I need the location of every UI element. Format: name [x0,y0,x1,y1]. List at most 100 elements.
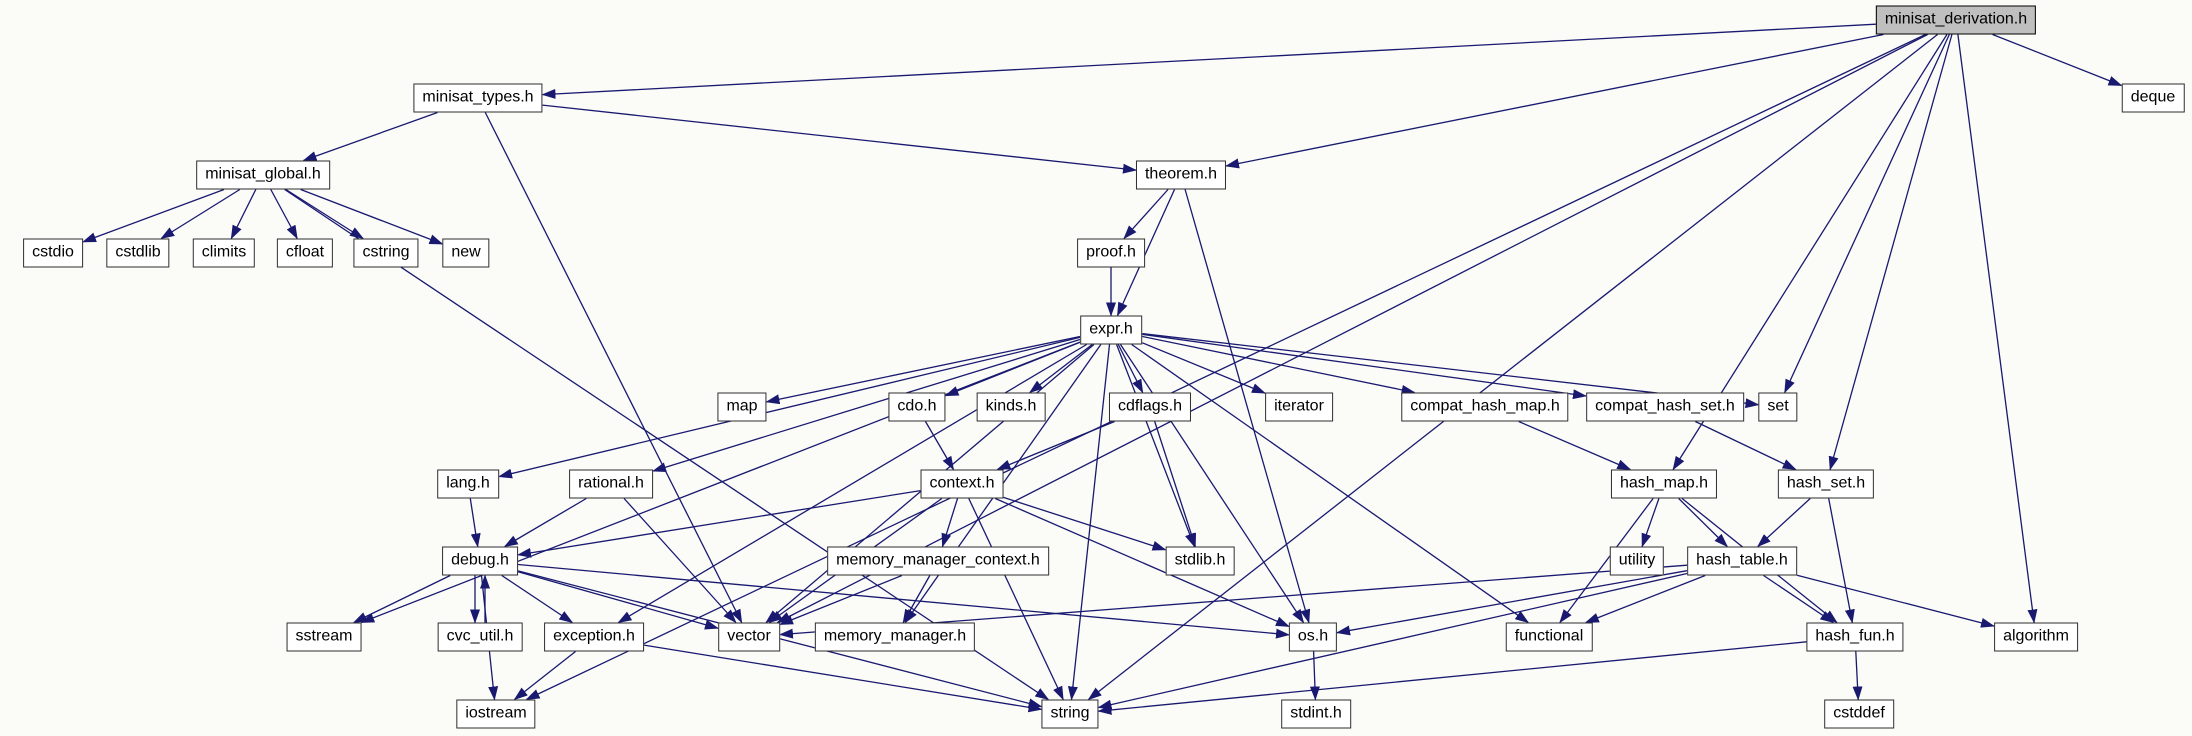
graph-node-cstddef: cstddef [1824,699,1894,729]
graph-node-mm[interactable]: memory_manager.h [814,622,976,652]
graph-node-cdflags[interactable]: cdflags.h [1108,392,1192,422]
include-edge-debug-exception [501,574,574,624]
graph-node-string: string [1041,699,1099,729]
graph-node-th[interactable]: theorem.h [1135,160,1227,190]
include-edge-cdflags-context [996,420,1115,471]
graph-node-lang[interactable]: lang.h [437,469,499,499]
include-edge-ht-string [1097,572,1688,710]
include-edge-hm-ht [1678,498,1729,548]
include-edge-hf-string [1097,641,1807,715]
include-edge-hm-utility [1641,498,1660,548]
graph-node-debug[interactable]: debug.h [442,546,518,576]
include-edge-md-vector [776,33,1928,624]
include-edge-th-os [1184,189,1311,624]
graph-node-cfloat: cfloat [276,238,334,268]
include-edge-os-stdint [1309,651,1320,701]
graph-node-hm[interactable]: hash_map.h [1610,469,1718,499]
include-edge-mg-cstdio [82,188,225,243]
include-edge-md-th [1225,33,1884,169]
include-edge-mg-cstring [285,188,364,240]
graph-node-stdint: stdint.h [1281,699,1351,729]
graph-node-set: set [1758,392,1798,422]
include-edge-md-hs [1828,34,1953,471]
include-edge-th-proof [1123,189,1169,240]
graph-node-chm[interactable]: compat_hash_map.h [1401,392,1569,422]
graph-node-proof[interactable]: proof.h [1077,238,1145,268]
include-edge-rational-debug [503,497,587,548]
include-edge-mg-climits [230,189,257,240]
graph-node-mmc[interactable]: memory_manager_context.h [827,546,1049,576]
graph-node-stdlib: stdlib.h [1165,546,1235,576]
include-edge-md-iostream [525,33,1926,701]
graph-node-cdo[interactable]: cdo.h [888,392,946,422]
graph-node-cvcutil[interactable]: cvc_util.h [437,622,523,652]
include-edge-expr-chs [1141,333,1587,400]
include-edge-mg-cfloat [270,189,298,240]
include-edge-context-debug [517,489,921,558]
graph-node-md: minisat_derivation.h [1875,5,2037,35]
graph-node-deque: deque [2121,83,2185,113]
include-edge-expr-map [765,335,1081,405]
include-edge-md-set [1784,34,1950,394]
include-edge-lang-debug [469,498,481,548]
include-edge-debug-vector [517,571,719,630]
graph-node-functional: functional [1505,622,1593,652]
include-edge-mg-cstdlib [160,188,241,240]
include-edge-md-algorithm [1957,34,2038,624]
graph-node-exception[interactable]: exception.h [544,622,644,652]
graph-node-expr[interactable]: expr.h [1080,315,1142,345]
include-edge-context-mmc [941,498,959,548]
graph-node-context[interactable]: context.h [920,469,1004,499]
graph-node-sstream: sstream [286,622,362,652]
include-edge-mmc-mm [902,575,931,624]
graph-node-climits: climits [192,238,256,268]
include-edge-chs-hs [1695,420,1797,471]
include-edge-debug-sstream [352,574,451,624]
include-edge-mt-mg [302,111,438,162]
include-edge-context-stdlib [1003,496,1167,551]
graph-node-mg[interactable]: minisat_global.h [196,160,330,190]
graph-node-algorithm: algorithm [1994,622,2078,652]
graph-node-kinds[interactable]: kinds.h [976,392,1046,422]
include-edge-expr-kinds [1029,343,1093,394]
graph-node-iostream: iostream [456,699,536,729]
include-edge-expr-lang [498,336,1081,479]
graph-node-rational[interactable]: rational.h [569,469,653,499]
include-edge-debug-os [517,563,1290,639]
graph-node-new: new [442,238,490,268]
include-edge-rational-vector [623,498,737,624]
graph-node-ht[interactable]: hash_table.h [1687,546,1797,576]
include-edge-chm-hm [1518,420,1632,471]
include-edge-expr-os [1119,344,1305,624]
include-edge-md-deque [1992,33,2123,87]
graph-node-cstdlib: cstdlib [106,238,170,268]
graph-node-map: map [717,392,767,422]
graph-node-hf[interactable]: hash_fun.h [1806,622,1904,652]
graph-node-mt[interactable]: minisat_types.h [413,83,543,113]
graph-node-os[interactable]: os.h [1288,622,1338,652]
graph-node-hs[interactable]: hash_set.h [1777,469,1875,499]
include-edge-expr-rational [652,338,1081,473]
include-edge-ht-hf [1763,574,1835,624]
graph-node-cstdio: cstdio [23,238,83,268]
include-edge-mg-new [300,188,444,245]
include-edge-context-os [995,497,1290,628]
include-edge-md-string [1087,33,1938,701]
include-edge-mmc-vector [779,574,903,626]
include-edge-mg-string [284,188,1050,701]
include-edge-context-string [968,498,1064,701]
include-edge-expr-iterator [1141,342,1266,394]
include-edge-th-expr [1116,189,1176,317]
graph-node-chs[interactable]: compat_hash_set.h [1586,392,1744,422]
include-edge-mt-vector [484,112,743,624]
include-edge-mt-th [542,104,1137,174]
include-edge-md-mt [541,23,1877,99]
include-edge-expr-exception [617,343,1087,624]
include-edge-ht-os [1336,570,1688,636]
graph-node-utility: utility [1609,546,1665,576]
include-edge-ht-functional [1584,574,1706,624]
include-edge-expr-cdflags [1117,344,1144,394]
include-edge-hs-ht [1757,498,1811,548]
